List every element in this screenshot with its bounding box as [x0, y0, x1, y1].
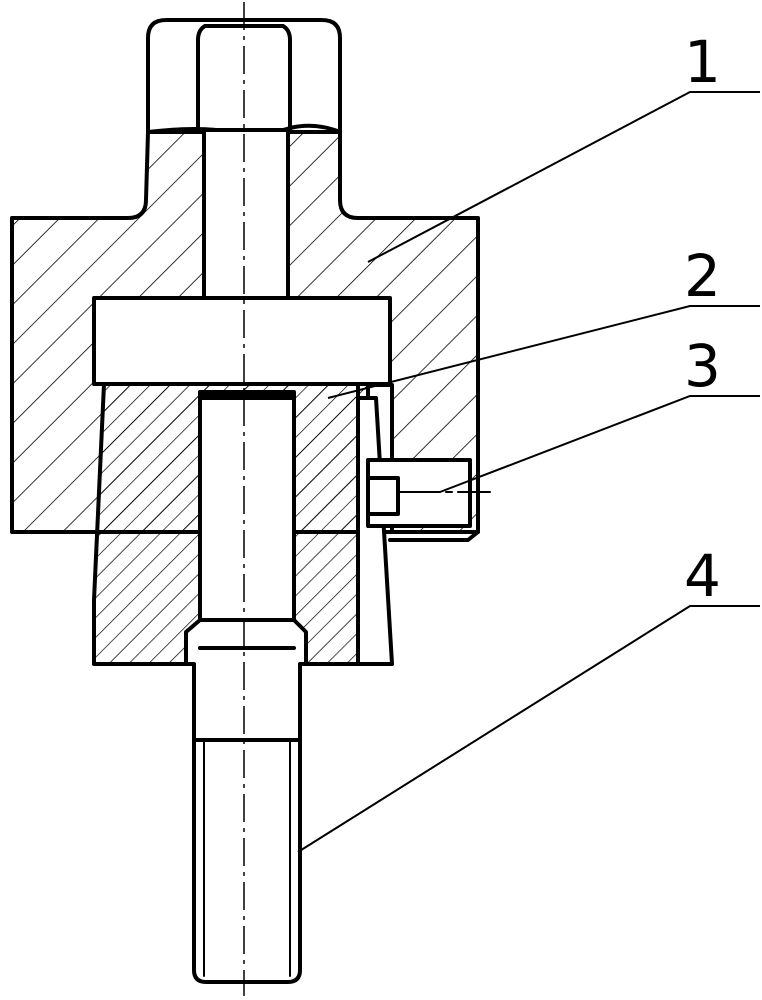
callout-label-1: 1 [684, 28, 721, 96]
leader-3 [439, 395, 760, 493]
leader-1 [367, 91, 760, 263]
bolt-shoulder [200, 390, 294, 400]
leader-4 [297, 605, 760, 853]
callout-label-4: 4 [684, 542, 721, 610]
callout-label-2: 2 [684, 242, 721, 310]
leader-2 [327, 305, 760, 399]
upper-bore [202, 128, 290, 300]
body-ledge [388, 530, 480, 542]
washer [92, 296, 392, 386]
threaded-bolt [184, 618, 308, 984]
set-screw-tip [366, 476, 400, 516]
callout-label-3: 3 [684, 332, 721, 400]
